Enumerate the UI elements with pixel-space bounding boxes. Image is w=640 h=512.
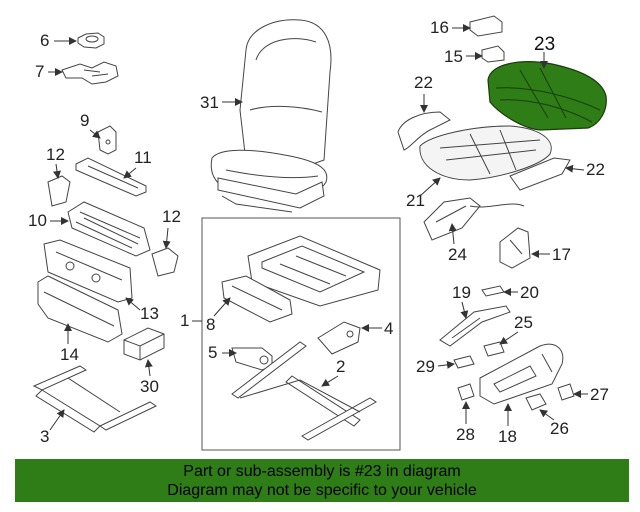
part-19-panel[interactable] <box>439 305 511 347</box>
part-11-rail[interactable] <box>75 157 147 197</box>
part-23-seat-cushion-highlighted[interactable] <box>487 61 607 131</box>
callout-30[interactable]: 30 <box>140 377 159 396</box>
part-20-clip[interactable] <box>481 285 505 297</box>
part-27-cap[interactable] <box>557 383 575 401</box>
callout-14[interactable]: 14 <box>60 345 79 364</box>
callout-20[interactable]: 20 <box>520 283 539 302</box>
callout-9[interactable]: 9 <box>80 111 89 130</box>
part-29-knob[interactable] <box>453 355 475 369</box>
part-24-harness[interactable] <box>423 197 525 241</box>
callout-12-right[interactable]: 12 <box>162 207 181 226</box>
callout-4[interactable]: 4 <box>384 319 393 338</box>
callout-11[interactable]: 11 <box>134 148 152 167</box>
part-25-switch[interactable] <box>483 341 505 357</box>
callout-19[interactable]: 19 <box>452 283 471 302</box>
part-17-bracket[interactable] <box>499 227 531 269</box>
callout-28[interactable]: 28 <box>456 425 475 444</box>
seat-parts-diagram: 6 7 9 11 12 10 12 13 <box>28 15 609 451</box>
callout-25[interactable]: 25 <box>514 313 533 332</box>
callout-6[interactable]: 6 <box>40 31 49 50</box>
part-16-clip[interactable] <box>469 15 503 37</box>
callout-23[interactable]: 23 <box>534 34 555 55</box>
callout-5[interactable]: 5 <box>208 343 217 362</box>
part-2-rails[interactable] <box>231 341 377 441</box>
part-10-frame[interactable] <box>67 201 151 257</box>
callout-31[interactable]: 31 <box>200 93 219 112</box>
part-12-cover-right[interactable] <box>151 247 179 277</box>
callout-3[interactable]: 3 <box>40 427 49 446</box>
callout-13[interactable]: 13 <box>140 304 159 323</box>
callout-29[interactable]: 29 <box>416 357 435 376</box>
callout-12-left[interactable]: 12 <box>46 145 65 164</box>
part-6-knob[interactable] <box>77 32 105 49</box>
seat-frame[interactable] <box>247 235 381 307</box>
part-7-bracket[interactable] <box>61 61 119 85</box>
part-5-motor[interactable] <box>231 347 273 371</box>
part-9-bracket[interactable] <box>97 125 117 155</box>
part-3-rail-frame[interactable] <box>32 365 158 433</box>
part-4-bracket[interactable] <box>317 321 361 355</box>
part-30-box[interactable] <box>123 327 165 361</box>
callout-22-top[interactable]: 22 <box>414 73 433 92</box>
callout-1[interactable]: 1 <box>180 311 189 330</box>
callout-15[interactable]: 15 <box>444 47 463 66</box>
fitment-banner: Part or sub-assembly is #23 in diagram D… <box>15 459 629 502</box>
part-28-knob[interactable] <box>457 383 475 401</box>
callout-16[interactable]: 16 <box>430 18 449 37</box>
banner-line-2: Diagram may not be specific to your vehi… <box>167 482 477 499</box>
part-14-trim[interactable] <box>37 275 123 343</box>
callout-22-right[interactable]: 22 <box>586 160 605 179</box>
callout-26[interactable]: 26 <box>550 419 569 438</box>
part-21-pad[interactable] <box>419 125 552 181</box>
part-12-cover-left[interactable] <box>47 175 71 207</box>
callout-7[interactable]: 7 <box>35 62 44 81</box>
callout-8[interactable]: 8 <box>206 315 215 334</box>
callout-17[interactable]: 17 <box>552 245 571 264</box>
callout-24[interactable]: 24 <box>448 245 467 264</box>
part-26-cap[interactable] <box>525 393 547 411</box>
part-22-trim-left[interactable] <box>397 111 451 151</box>
callout-18[interactable]: 18 <box>498 427 517 446</box>
callout-2[interactable]: 2 <box>336 357 345 376</box>
part-18-side-panel[interactable] <box>479 343 564 405</box>
callout-10[interactable]: 10 <box>28 211 47 230</box>
part-15-clip[interactable] <box>481 45 505 63</box>
part-31-seat[interactable] <box>210 19 332 213</box>
banner-line-1: Part or sub-assembly is #23 in diagram <box>183 463 461 480</box>
callout-27[interactable]: 27 <box>590 385 609 404</box>
sub-assembly-1-box <box>201 217 401 451</box>
